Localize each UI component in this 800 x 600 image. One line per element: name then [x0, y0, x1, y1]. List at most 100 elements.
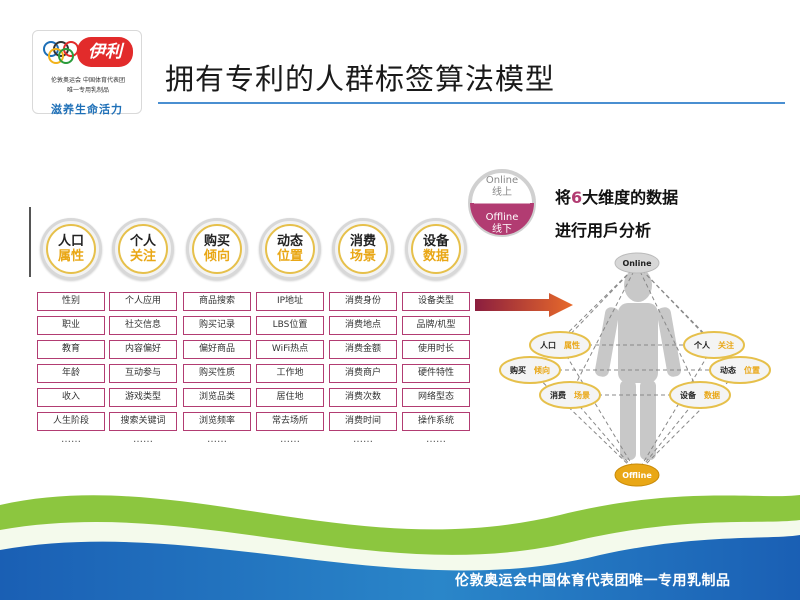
section-marker [29, 207, 31, 277]
footer-text: 伦敦奥运会中国体育代表团唯一专用乳制品 [455, 573, 731, 589]
dimension-tag: 商品搜索 [183, 292, 251, 311]
dimension-badge-top: 购买 [203, 234, 230, 249]
dimension-column: 购买倾向商品搜索购买记录偏好商品购买性质浏览品类浏览频率 …… [183, 218, 251, 447]
dimension-tag: 社交信息 [109, 316, 177, 335]
dimension-tag: 消费身份 [329, 292, 397, 311]
diagram-node: 消费场景 [539, 381, 601, 409]
dimension-badge-top: 个人 [129, 234, 156, 249]
diagram-node: 个人关注 [683, 331, 745, 359]
side-text-line-2: 进行用戶分析 [555, 221, 652, 240]
dimension-badge: 人口属性 [40, 218, 102, 280]
svg-text:倾向: 倾向 [533, 365, 550, 375]
logo-brand: 伊利 [77, 37, 133, 67]
dimension-tag: 消费地点 [329, 316, 397, 335]
more-ellipsis: …… [426, 434, 446, 445]
dimension-badge-bottom: 数据 [422, 249, 449, 264]
dimension-badge-top: 人口 [57, 234, 84, 249]
page-title: 拥有专利的人群标签算法模型 [165, 62, 556, 96]
more-ellipsis: …… [61, 434, 81, 445]
dimension-badge: 消费场景 [332, 218, 394, 280]
svg-text:消费: 消费 [550, 390, 566, 400]
more-ellipsis: …… [133, 434, 153, 445]
yili-logo: 伊利 伦敦奥运会 中国体育代表团 唯一专用乳制品 [32, 30, 142, 114]
dimension-badge-bottom: 位置 [276, 249, 303, 264]
diagram-node: 人口属性 [529, 331, 591, 359]
svg-text:Online: Online [622, 259, 652, 268]
right-arrow-icon [475, 293, 573, 317]
dimension-tag: 消费金额 [329, 340, 397, 359]
dimension-tag: WiFi热点 [256, 340, 324, 359]
dimension-badge-bottom: 倾向 [203, 249, 230, 264]
svg-text:Offline: Offline [622, 471, 652, 480]
dimension-badge-top: 动态 [276, 234, 303, 249]
logo-line-1: 伦敦奥运会 中国体育代表团 [51, 77, 125, 84]
dimension-tag: 使用时长 [402, 340, 470, 359]
dimension-tag: 游戏类型 [109, 388, 177, 407]
olympic-rings-icon [43, 41, 79, 64]
svg-text:人口: 人口 [540, 340, 556, 350]
dimension-tag: 购买记录 [183, 316, 251, 335]
side-text-line-1: 将6大维度的数据 [555, 188, 679, 207]
dimension-tag: 浏览频率 [183, 412, 251, 431]
dimension-tag: 工作地 [256, 364, 324, 383]
dimension-tag: LBS位置 [256, 316, 324, 335]
dimension-tag: 职业 [37, 316, 105, 335]
dimension-badge-bottom: 场景 [349, 249, 376, 264]
dimension-badge: 购买倾向 [186, 218, 248, 280]
logo-line-2: 唯一专用乳制品 [66, 87, 109, 94]
human-figure-icon [594, 268, 682, 460]
dimension-tag: IP地址 [256, 292, 324, 311]
dimension-badge-top: 设备 [422, 234, 449, 249]
diagram-node-online: Online [614, 252, 660, 274]
user-analysis-diagram: Online Offline 人口属性个人关注购买倾向动态位置消费场景设备数据 [499, 252, 771, 487]
svg-text:购买: 购买 [510, 365, 526, 375]
svg-text:设备: 设备 [680, 390, 697, 400]
dimension-tag: 年龄 [37, 364, 105, 383]
online-label: Online 线上 [485, 175, 519, 198]
dimension-column: 人口属性性别职业教育年龄收入人生阶段 …… [37, 218, 105, 447]
diagram-node-offline: Offline [614, 463, 660, 487]
svg-text:位置: 位置 [744, 365, 760, 375]
svg-text:关注: 关注 [718, 340, 734, 350]
dimension-badge: 动态位置 [259, 218, 321, 280]
dimension-tag: 操作系统 [402, 412, 470, 431]
dimension-badge-bottom: 关注 [129, 249, 156, 264]
dimension-tag: 内容偏好 [109, 340, 177, 359]
dimension-badge: 设备数据 [405, 218, 467, 280]
dimension-tag: 网络型态 [402, 388, 470, 407]
online-offline-badge [468, 169, 536, 237]
dimension-tag: 浏览品类 [183, 388, 251, 407]
dimension-badge-top: 消费 [349, 234, 376, 249]
dimension-column: 设备数据设备类型品牌/机型使用时长硬件特性网络型态操作系统 …… [402, 218, 470, 447]
logo-slogan: 滋养生命活力 [51, 103, 123, 116]
more-ellipsis: …… [207, 434, 227, 445]
dimension-tag: 个人应用 [109, 292, 177, 311]
dimension-tag: 教育 [37, 340, 105, 359]
dimension-tag: 人生阶段 [37, 412, 105, 431]
svg-text:动态: 动态 [720, 365, 736, 375]
footer-wave [0, 495, 800, 600]
dimension-tag: 偏好商品 [183, 340, 251, 359]
dimension-tag: 互动参与 [109, 364, 177, 383]
offline-label: Offline 线下 [485, 212, 519, 235]
title-divider [158, 102, 785, 104]
dimension-tag: 品牌/机型 [402, 316, 470, 335]
dimension-badge-bottom: 属性 [57, 249, 84, 264]
dimension-tag: 常去场所 [256, 412, 324, 431]
diagram-node: 购买倾向 [499, 356, 561, 384]
dimension-column: 消费场景消费身份消费地点消费金额消费商户消费次数消费时间…… [329, 218, 397, 447]
dimension-tag: 硬件特性 [402, 364, 470, 383]
svg-text:属性: 属性 [564, 340, 580, 350]
dimension-tag: 消费时间 [329, 412, 397, 431]
dimension-tag: 消费商户 [329, 364, 397, 383]
dimension-tag: 性别 [37, 292, 105, 311]
dimension-tag: 设备类型 [402, 292, 470, 311]
dimension-badge: 个人关注 [112, 218, 174, 280]
svg-text:个人: 个人 [693, 340, 711, 350]
dimension-tag: 收入 [37, 388, 105, 407]
dimension-tag: 居住地 [256, 388, 324, 407]
svg-text:场景: 场景 [574, 390, 590, 400]
diagram-node: 动态位置 [709, 356, 771, 384]
dimension-tag: 购买性质 [183, 364, 251, 383]
